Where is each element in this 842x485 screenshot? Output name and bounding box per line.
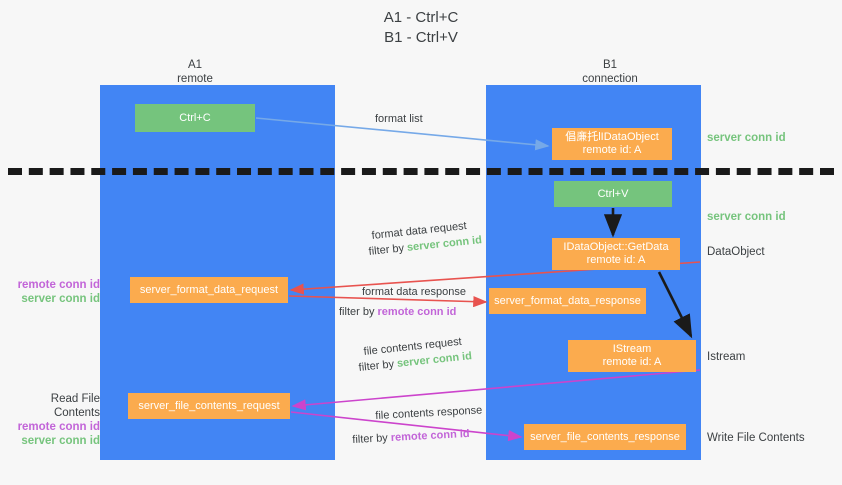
note-left-conn-ids-top: remote conn id server conn id xyxy=(8,278,100,306)
box-server-file-contents-request[interactable]: server_file_contents_request xyxy=(128,393,290,419)
box-istream-line2: remote id: A xyxy=(602,356,662,368)
box-server-format-data-response-label: server_format_data_response xyxy=(494,294,641,307)
note-left-remote-conn-id-1: remote conn id xyxy=(17,279,100,291)
note-left-server-conn-id-2: server conn id xyxy=(21,435,100,447)
lane-header-b1: B1 connection xyxy=(530,58,690,86)
box-idataobject-line2: remote id: A xyxy=(582,144,642,156)
filter-value-remote-conn-id: remote conn id xyxy=(390,427,470,444)
label-format-list: format list xyxy=(375,113,423,125)
box-server-file-contents-response[interactable]: server_file_contents_response xyxy=(524,424,686,450)
filter-prefix: filter by xyxy=(368,241,408,258)
box-server-format-data-request-label: server_format_data_request xyxy=(139,283,279,296)
note-right-write-file-contents: Write File Contents xyxy=(707,432,805,444)
label-file-contents-response-filter: filter by remote conn id xyxy=(352,427,470,447)
filter-value-remote-conn-id: remote conn id xyxy=(377,306,457,318)
lane-a1-sub: remote xyxy=(177,73,213,85)
box-idataobject[interactable]: 倡亷托lIDataObject remote id: A xyxy=(552,128,672,160)
note-left-remote-conn-id-2: remote conn id xyxy=(17,421,100,433)
lane-header-a1: A1 remote xyxy=(120,58,270,86)
box-istream-line1: IStream xyxy=(612,343,652,355)
note-left-server-conn-id-1: server conn id xyxy=(21,293,100,305)
lane-b1-name: B1 xyxy=(602,59,618,71)
box-server-format-data-request[interactable]: server_format_data_request xyxy=(130,277,288,303)
box-getdata[interactable]: IDataObject::GetData remote id: A xyxy=(552,238,680,270)
label-format-data-response: format data response xyxy=(362,286,466,298)
box-ctrl-v[interactable]: Ctrl+V xyxy=(554,181,672,207)
page-title: A1 - Ctrl+C B1 - Ctrl+V xyxy=(0,8,842,48)
label-file-contents-response: file contents response xyxy=(375,404,483,422)
lane-b1-sub: connection xyxy=(582,73,638,85)
note-right-server-conn-id-1: server conn id xyxy=(707,132,786,144)
box-server-file-contents-response-label: server_file_contents_response xyxy=(530,430,680,443)
box-ctrl-c-label: Ctrl+C xyxy=(179,111,211,124)
note-right-istream: Istream xyxy=(707,351,746,363)
box-ctrl-c[interactable]: Ctrl+C xyxy=(135,104,255,132)
note-left-read-file-contents: Read File Contents xyxy=(50,393,100,419)
box-server-file-contents-request-label: server_file_contents_request xyxy=(138,399,280,412)
label-format-data-response-filter: filter by remote conn id xyxy=(339,305,456,319)
filter-prefix: filter by xyxy=(339,306,378,318)
note-left-read-file-contents-group: Read File Contents remote conn id server… xyxy=(4,392,100,448)
title-line-1: A1 - Ctrl+C xyxy=(383,9,459,26)
filter-prefix: filter by xyxy=(352,431,392,446)
lane-a1-name: A1 xyxy=(187,59,203,71)
note-right-server-conn-id-2: server conn id xyxy=(707,211,786,223)
box-istream[interactable]: IStream remote id: A xyxy=(568,340,696,372)
box-ctrl-v-label: Ctrl+V xyxy=(597,187,629,200)
box-getdata-line1: IDataObject::GetData xyxy=(563,241,669,253)
title-line-2: B1 - Ctrl+V xyxy=(384,29,458,46)
box-idataobject-line1: 倡亷托lIDataObject xyxy=(565,131,659,143)
box-getdata-line2: remote id: A xyxy=(586,254,646,266)
box-server-format-data-response[interactable]: server_format_data_response xyxy=(489,288,646,314)
filter-prefix: filter by xyxy=(358,357,398,374)
note-right-dataobject: DataObject xyxy=(707,246,765,258)
dashed-divider xyxy=(8,168,834,175)
